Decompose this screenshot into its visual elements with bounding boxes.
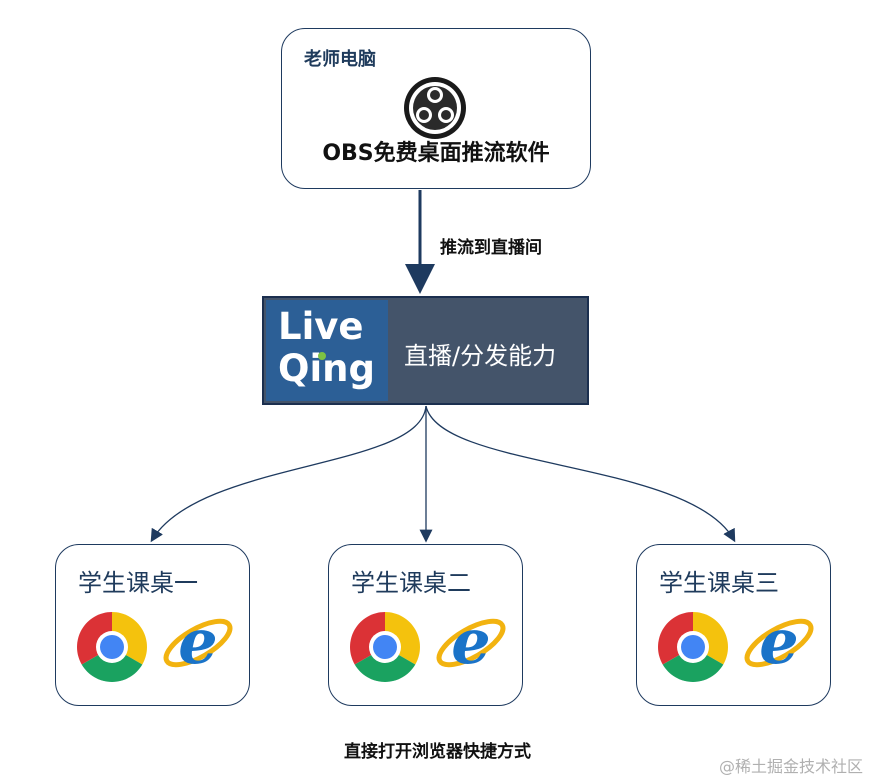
student-desk-1: 学生课桌一 e [55, 544, 250, 706]
obs-logo-icon [404, 77, 466, 139]
teacher-title: 老师电脑 [304, 49, 376, 70]
svg-text:e: e [451, 605, 490, 678]
distribution-capability-label: 直播/分发能力 [404, 342, 557, 370]
ie-icon: e [744, 605, 814, 678]
student-desk-2: 学生课桌二 e [328, 544, 523, 706]
student-desk-title: 学生课桌一 [78, 569, 198, 597]
svg-text:e: e [759, 605, 798, 678]
liveqing-logo-line2: Qing [278, 347, 375, 390]
watermark: @稀土掘金技术社区 [718, 757, 863, 776]
student-desk-3: 学生课桌三 e [636, 544, 831, 706]
student-desk-title: 学生课桌二 [351, 569, 471, 597]
browser-shortcut-caption: 直接打开浏览器快捷方式 [344, 742, 531, 762]
arrow-to-student-1 [150, 405, 427, 543]
liveqing-logo-line1: Live [278, 305, 364, 348]
liveqing-panel: Live Qing 直播/分发能力 [262, 296, 589, 405]
teacher-computer-box: 老师电脑 OBS免费桌面推流软件 [281, 28, 591, 189]
student-desk-title: 学生课桌三 [659, 569, 779, 597]
liveqing-logo: Live Qing [266, 300, 388, 401]
chrome-icon [658, 612, 728, 682]
liveqing-logo-dot-icon [318, 352, 326, 360]
ie-icon: e [436, 605, 506, 678]
obs-software-label: OBS免费桌面推流软件 [322, 141, 550, 166]
arrow-to-student-3 [425, 405, 736, 543]
chrome-icon [77, 612, 147, 682]
chrome-icon [350, 612, 420, 682]
push-stream-label: 推流到直播间 [440, 238, 542, 258]
svg-text:e: e [178, 605, 217, 678]
ie-icon: e [163, 605, 233, 678]
liveqing-logo-text: Live Qing [278, 306, 375, 390]
